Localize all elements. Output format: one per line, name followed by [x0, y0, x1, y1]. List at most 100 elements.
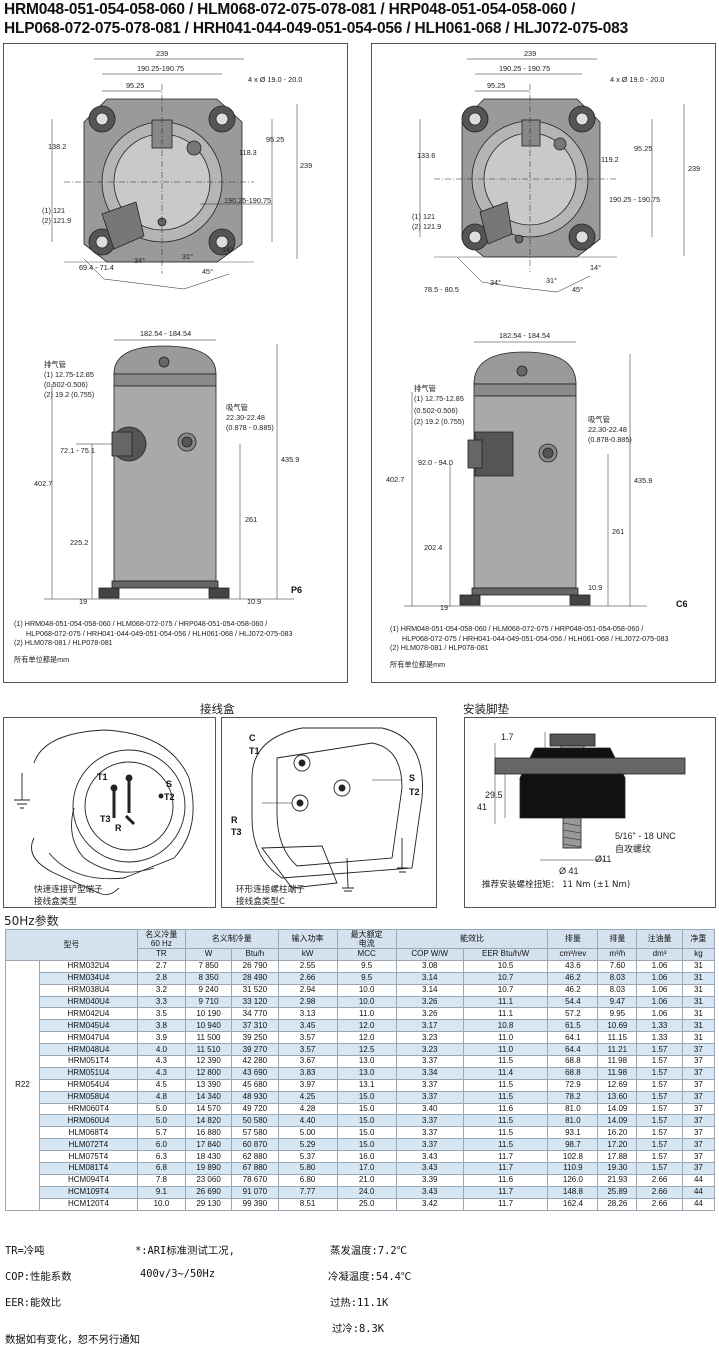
- value-cell: 1.57: [636, 1102, 683, 1116]
- value-cell: 13.1: [336, 1078, 397, 1092]
- value-cell: 11.7: [462, 1185, 549, 1199]
- value-cell: 31: [681, 1007, 716, 1021]
- value-cell: 11.6: [462, 1102, 549, 1116]
- value-cell: 29 130: [184, 1197, 233, 1211]
- value-cell: 1.57: [636, 1114, 683, 1128]
- value-cell: 42 280: [231, 1055, 279, 1068]
- discharge-2: (0.502-0.506): [414, 406, 458, 415]
- model-tag-c6: C6: [676, 599, 688, 609]
- junction-right-caption: 环形连接螺柱端子 接线盒类型C: [236, 884, 305, 908]
- value-cell: 43.6: [547, 959, 599, 973]
- unit-note: 所有单位都是mm: [390, 659, 446, 669]
- value-cell: 11.1: [462, 995, 549, 1009]
- left-top-view-labels: 239 190.25-190.75 95.25 4 x Ø 19.0 - 20.…: [42, 49, 312, 276]
- page-title: HRM048-051-054-058-060 / HLM068-072-075-…: [4, 0, 716, 38]
- model-cell: HRM038U4: [39, 983, 138, 997]
- dim-225: 225.2: [70, 538, 88, 547]
- value-cell: 46.2: [547, 971, 599, 985]
- value-cell: 1.06: [636, 971, 683, 985]
- value-cell: 3.57: [277, 1031, 338, 1045]
- value-cell: 11.5: [462, 1114, 549, 1128]
- value-cell: 54.4: [547, 995, 599, 1009]
- value-cell: 16.0: [336, 1150, 397, 1164]
- caption-line: 接线盒类型C: [236, 897, 285, 907]
- value-cell: 7.60: [597, 959, 638, 973]
- value-cell: 10.0: [336, 995, 397, 1009]
- suction-title: 吸气管: [588, 415, 610, 424]
- value-cell: 49 720: [231, 1102, 279, 1116]
- dia-11: Ø11: [595, 854, 611, 864]
- self-tap: 自攻螺纹: [615, 843, 651, 854]
- value-cell: 3.83: [277, 1066, 338, 1080]
- value-cell: 3.08: [395, 959, 464, 973]
- value-cell: 2.66: [277, 971, 338, 985]
- suction-1: 22.30-22.48: [226, 413, 265, 422]
- value-cell: 4.0: [136, 1043, 186, 1057]
- dim-261: 261: [612, 527, 624, 536]
- value-cell: 5.7: [136, 1126, 186, 1140]
- footer-subcool: 过冷:8.3K: [332, 1323, 385, 1335]
- value-cell: 31: [681, 983, 716, 997]
- value-cell: 3.2: [136, 983, 186, 997]
- value-cell: 37: [681, 1043, 716, 1057]
- model-cell: HCM120T4: [39, 1197, 138, 1211]
- value-cell: 1.57: [636, 1055, 683, 1068]
- value-cell: 15.0: [336, 1090, 397, 1104]
- value-cell: 11.0: [462, 1043, 549, 1057]
- caption-line: 环形连接螺柱端子: [236, 885, 305, 895]
- value-cell: 10.8: [462, 1019, 549, 1033]
- value-cell: 31: [681, 971, 716, 985]
- value-cell: 3.34: [395, 1066, 464, 1080]
- model-cell: HRM051T4: [39, 1055, 138, 1068]
- value-cell: 16.20: [597, 1126, 638, 1140]
- value-cell: 4.3: [136, 1066, 186, 1080]
- dim-1-7: 1.7: [501, 732, 514, 742]
- note-line: (2) HLM078-081 / HLP078-081: [14, 638, 113, 647]
- dim-239-v: 239: [300, 161, 312, 170]
- value-cell: 3.14: [395, 971, 464, 985]
- junction-box-panel-right: C T1 S T2 R T3 环形连接螺柱端子 接线盒类型C: [221, 717, 437, 908]
- value-cell: 44: [681, 1197, 716, 1211]
- value-cell: 3.37: [395, 1114, 464, 1128]
- value-cell: 8.03: [597, 971, 638, 985]
- value-cell: 28.26: [597, 1197, 638, 1211]
- value-cell: 31 520: [231, 983, 279, 997]
- value-cell: 3.39: [395, 1173, 464, 1187]
- unit-cell: Btu/h: [231, 948, 279, 961]
- value-cell: 18 430: [184, 1150, 233, 1164]
- dim-239-v: 239: [688, 164, 700, 173]
- value-cell: 62 880: [231, 1150, 279, 1164]
- value-cell: 37: [681, 1066, 716, 1080]
- value-cell: 9.5: [336, 959, 397, 973]
- dim-1219: (2) 121.9: [42, 216, 71, 225]
- junction-left-caption: 快速连接铲型端子 接线盒类型: [34, 884, 103, 908]
- value-cell: 9.47: [597, 995, 638, 1009]
- value-cell: 60 870: [231, 1138, 279, 1152]
- unit-cell: EER Btu/h/W: [462, 948, 549, 961]
- angle-34: 34°: [490, 278, 501, 287]
- value-cell: 3.14: [395, 983, 464, 997]
- value-cell: 19 890: [184, 1162, 233, 1175]
- value-cell: 21.93: [597, 1173, 638, 1187]
- value-cell: 31: [681, 959, 716, 973]
- value-cell: 78.2: [547, 1090, 599, 1104]
- discharge-3: (2) 19.2 (0.755): [414, 417, 464, 426]
- model-cell: HRM051U4: [39, 1066, 138, 1080]
- value-cell: 2.8: [136, 971, 186, 985]
- col-disp-2: 排量: [597, 929, 638, 949]
- right-side-view: [404, 341, 647, 607]
- value-cell: 1.06: [636, 959, 683, 973]
- unit-cell: kg: [681, 948, 716, 961]
- value-cell: 9.5: [336, 971, 397, 985]
- junction-box-title: 接线盒: [200, 702, 235, 716]
- unit-cell: COP W/W: [395, 948, 464, 961]
- model-cell: HRM032U4: [39, 959, 138, 973]
- value-cell: 10.7: [462, 971, 549, 985]
- dim-109: 10.9: [588, 583, 602, 592]
- value-cell: 6.80: [277, 1173, 338, 1187]
- value-cell: 1.57: [636, 1150, 683, 1164]
